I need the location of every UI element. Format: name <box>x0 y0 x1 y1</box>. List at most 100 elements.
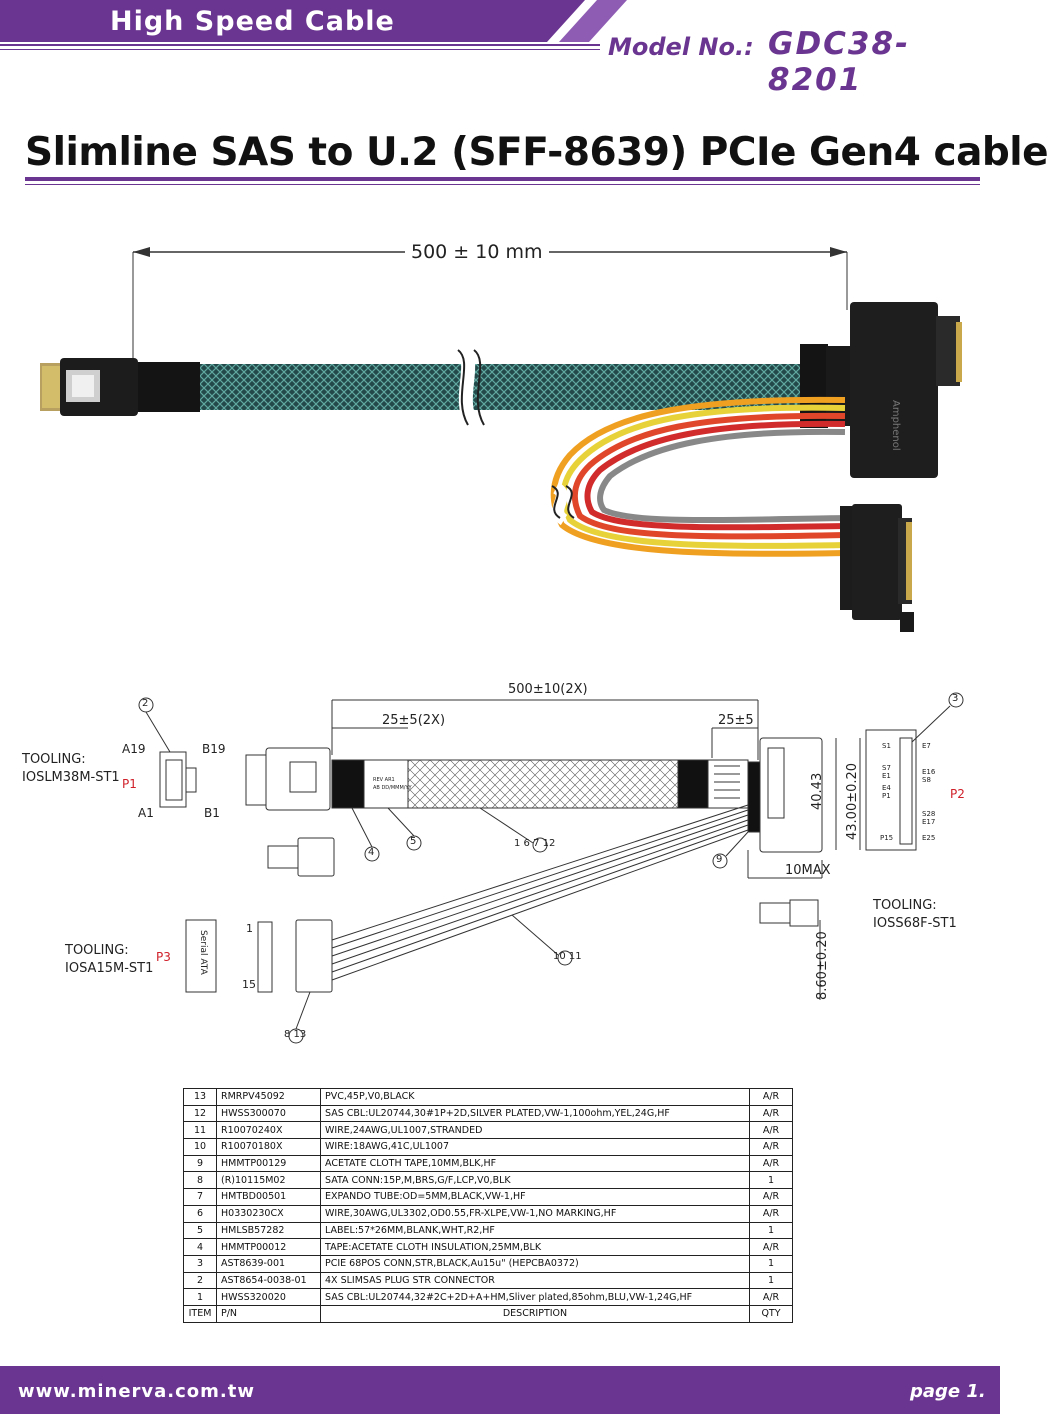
tooling-p3-label: TOOLING: <box>65 943 129 958</box>
bom-part-number: HWSS300070 <box>216 1104 321 1123</box>
bom-description: SAS CBL:UL20744,30#1P+2D,SILVER PLATED,V… <box>320 1104 750 1123</box>
header-category: High Speed Cable <box>110 6 395 37</box>
p2-pin-e7: E7 <box>922 742 931 750</box>
pin-b19: B19 <box>202 742 226 756</box>
callout-2: 2 <box>142 698 149 709</box>
svg-text:Amphenol: Amphenol <box>890 400 901 451</box>
p2-marker: P2 <box>950 787 965 801</box>
p2-pin-p15: P15 <box>880 834 894 842</box>
p2-pin-s8: S8 <box>922 776 931 784</box>
bom-item: 8 <box>183 1171 217 1190</box>
bom-qty: A/R <box>749 1238 793 1256</box>
bom-part-number: AST8639-001 <box>216 1254 321 1273</box>
pin-a19: A19 <box>122 742 146 756</box>
bom-item: ITEM <box>183 1304 217 1323</box>
bom-qty: A/R <box>749 1121 793 1140</box>
callout-5: 5 <box>410 836 417 847</box>
bom-qty: 1 <box>749 1171 793 1190</box>
bom-description: TAPE:ACETATE CLOTH INSULATION,25MM,BLK <box>320 1238 750 1256</box>
bom-item: 2 <box>183 1271 217 1290</box>
pin-1: 1 <box>246 922 253 935</box>
sata-power-connector <box>840 504 914 632</box>
end-dimension: 25±5 <box>718 713 754 728</box>
callout-10-11: 10 11 <box>553 951 582 962</box>
callout-1-6-7-12: 1 6 7 12 <box>514 838 556 849</box>
bom-qty: A/R <box>749 1288 793 1306</box>
bom-item: 6 <box>183 1204 217 1223</box>
bom-description: WIRE,30AWG,UL3302,OD0.55,FR-XLPE,VW-1,NO… <box>320 1204 750 1223</box>
bom-item: 1 <box>183 1288 217 1306</box>
p2-pin-e4: E4 <box>882 784 891 792</box>
bom-part-number: R10070180X <box>216 1138 321 1156</box>
callout-9: 9 <box>716 854 723 865</box>
bom-description: WIRE:18AWG,41C,UL1007 <box>320 1138 750 1156</box>
bom-description: SATA CONN:15P,M,BRS,G/F,LCP,V0,BLK <box>320 1171 750 1190</box>
tooling-p1-value: IOSLM38M-ST1 <box>22 770 120 785</box>
title-rule-thin <box>25 184 980 185</box>
bom-item: 10 <box>183 1138 217 1156</box>
product-photo: Amphenol <box>40 247 962 632</box>
p2-pin-s28: S28 <box>922 810 936 818</box>
bom-description: ACETATE CLOTH TAPE,10MM,BLK,HF <box>320 1154 750 1173</box>
footer-url[interactable]: www.minerva.com.tw <box>18 1381 255 1402</box>
bom-part-number: (R)10115M02 <box>216 1171 321 1190</box>
p2-pin-s7: S7 <box>882 764 891 772</box>
small-dimension: 8.60±0.20 <box>815 931 830 1000</box>
model-number-value: GDC38-8201 <box>768 26 910 98</box>
bom-item: 3 <box>183 1254 217 1273</box>
bom-qty: A/R <box>749 1154 793 1173</box>
footer-band <box>0 1366 1000 1414</box>
overall-length-dimension: 500±10(2X) <box>508 682 588 697</box>
height-dimension-2: 43.00±0.20 <box>845 762 860 840</box>
u2-connector: Amphenol <box>800 302 962 478</box>
bom-qty: 1 <box>749 1271 793 1290</box>
bom-part-number: HWSS320020 <box>216 1288 321 1306</box>
pin-15: 15 <box>242 978 256 991</box>
bom-description: LABEL:57*26MM,BLANK,WHT,R2,HF <box>320 1221 750 1240</box>
bom-part-number: HMMTP00012 <box>216 1238 321 1256</box>
page-title: Slimline SAS to U.2 (SFF-8639) PCIe Gen4… <box>25 130 1048 175</box>
bom-qty: QTY <box>749 1304 793 1323</box>
width-dimension: 10MAX <box>785 863 831 878</box>
bom-description: WIRE,24AWG,UL1007,STRANDED <box>320 1121 750 1140</box>
bom-part-number: HMLSB57282 <box>216 1221 321 1240</box>
label-text-line1: REV AR1 <box>373 777 395 783</box>
p2-pin-e16: E16 <box>922 768 936 776</box>
bom-qty: A/R <box>749 1188 793 1206</box>
p1-marker: P1 <box>122 777 137 791</box>
bom-qty: A/R <box>749 1088 793 1106</box>
bom-qty: A/R <box>749 1104 793 1123</box>
bom-description: EXPANDO TUBE:OD=5MM,BLACK,VW-1,HF <box>320 1188 750 1206</box>
bom-description: PVC,45P,V0,BLACK <box>320 1088 750 1106</box>
braided-cable <box>200 364 800 410</box>
bom-part-number: AST8654-0038-01 <box>216 1271 321 1290</box>
tooling-p1-label: TOOLING: <box>22 752 86 767</box>
bom-description: SAS CBL:UL20744,32#2C+2D+A+HM,Sliver pla… <box>320 1288 750 1306</box>
bom-qty: A/R <box>749 1204 793 1223</box>
bom-description: DESCRIPTION <box>320 1304 750 1323</box>
bom-item: 11 <box>183 1121 217 1140</box>
bom-part-number: P/N <box>216 1304 321 1323</box>
p3-marker: P3 <box>156 950 171 964</box>
bom-qty: A/R <box>749 1138 793 1156</box>
length-label: 500 ± 10 mm <box>405 241 549 263</box>
label-text-line2: AB DD/MMM/YY <box>373 785 412 791</box>
callout-8-13: 8 13 <box>284 1029 307 1040</box>
pin-b1: B1 <box>204 806 220 820</box>
callout-4: 4 <box>368 847 375 858</box>
slimline-sas-connector <box>40 358 200 416</box>
bom-part-number: HMTBD00501 <box>216 1188 321 1206</box>
bom-part-number: H0330230CX <box>216 1204 321 1223</box>
bom-qty: 1 <box>749 1254 793 1273</box>
bom-item: 13 <box>183 1088 217 1106</box>
header-band <box>0 0 627 50</box>
p2-pin-e1: E1 <box>882 772 891 780</box>
